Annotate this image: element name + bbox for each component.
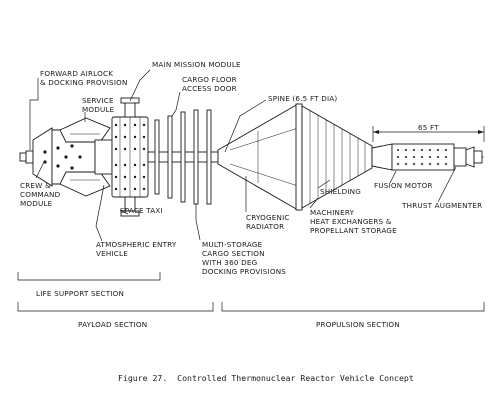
label-cargo-floor-1: CARGO FLOOR bbox=[182, 75, 237, 84]
label-crew-command-3: MODULE bbox=[20, 199, 53, 208]
label-cryogenic-2: RADIATOR bbox=[246, 222, 284, 231]
thrust-augmenter bbox=[453, 146, 483, 168]
label-multi-storage-1: MULTI-STORAGE bbox=[202, 240, 263, 249]
section-payload: PAYLOAD SECTION bbox=[78, 320, 147, 329]
vehicle-drawing bbox=[19, 97, 484, 217]
label-shielding: SHIELDING bbox=[320, 187, 361, 196]
figure-caption: Figure 27. Controlled Thermonuclear Reac… bbox=[118, 373, 414, 383]
label-multi-storage-2: CARGO SECTION bbox=[202, 249, 265, 258]
service-module bbox=[59, 117, 113, 197]
cargo-discs bbox=[154, 109, 212, 205]
label-crew-command-1: CREW & bbox=[20, 181, 51, 190]
label-multi-storage-3: WITH 360 DEG bbox=[202, 258, 257, 267]
label-spine: SPINE (6.5 FT DIA) bbox=[268, 94, 337, 103]
leader-lines bbox=[29, 69, 457, 242]
label-service-module-1: SERVICE bbox=[82, 96, 114, 105]
section-propulsion: PROPULSION SECTION bbox=[316, 320, 400, 329]
shielding-machinery bbox=[295, 103, 373, 211]
label-thrust-augmenter: THRUST AUGMENTER bbox=[401, 201, 482, 210]
label-service-module-2: MODULE bbox=[82, 105, 115, 114]
section-life-support: LIFE SUPPORT SECTION bbox=[36, 289, 124, 298]
label-multi-storage-4: DOCKING PROVISIONS bbox=[202, 267, 286, 276]
label-machinery-3: PROPELLANT STORAGE bbox=[310, 226, 397, 235]
dimension-65ft: 65 FT bbox=[372, 123, 485, 142]
label-cryogenic-1: CRYOGENIC bbox=[246, 213, 290, 222]
label-space-taxi: SPACE TAXI bbox=[120, 206, 163, 215]
label-forward-airlock-2: & DOCKING PROVISION bbox=[40, 78, 128, 87]
label-machinery-1: MACHINERY bbox=[310, 208, 355, 217]
forward-airlock bbox=[19, 150, 34, 164]
main-mission-module bbox=[111, 97, 149, 217]
label-crew-command-2: COMMAND bbox=[20, 190, 61, 199]
label-atmospheric-entry-2: VEHICLE bbox=[96, 249, 128, 258]
label-atmospheric-entry-1: ATMOSPHERIC ENTRY bbox=[96, 240, 177, 249]
label-main-mission-module: MAIN MISSION MODULE bbox=[152, 60, 241, 69]
dimension-label: 65 FT bbox=[418, 123, 439, 132]
fusion-motor bbox=[371, 143, 455, 171]
callout-labels: FORWARD AIRLOCK & DOCKING PROVISION SERV… bbox=[20, 60, 482, 276]
crew-command-module bbox=[32, 127, 96, 187]
section-brackets: LIFE SUPPORT SECTION PAYLOAD SECTION PRO… bbox=[17, 272, 485, 329]
label-forward-airlock-1: FORWARD AIRLOCK bbox=[40, 69, 113, 78]
label-cargo-floor-2: ACCESS DOOR bbox=[182, 84, 237, 93]
label-fusion-motor: FUSION MOTOR bbox=[374, 181, 433, 190]
cryogenic-radiator bbox=[217, 103, 299, 211]
label-machinery-2: HEAT EXCHANGERS & bbox=[310, 217, 392, 226]
